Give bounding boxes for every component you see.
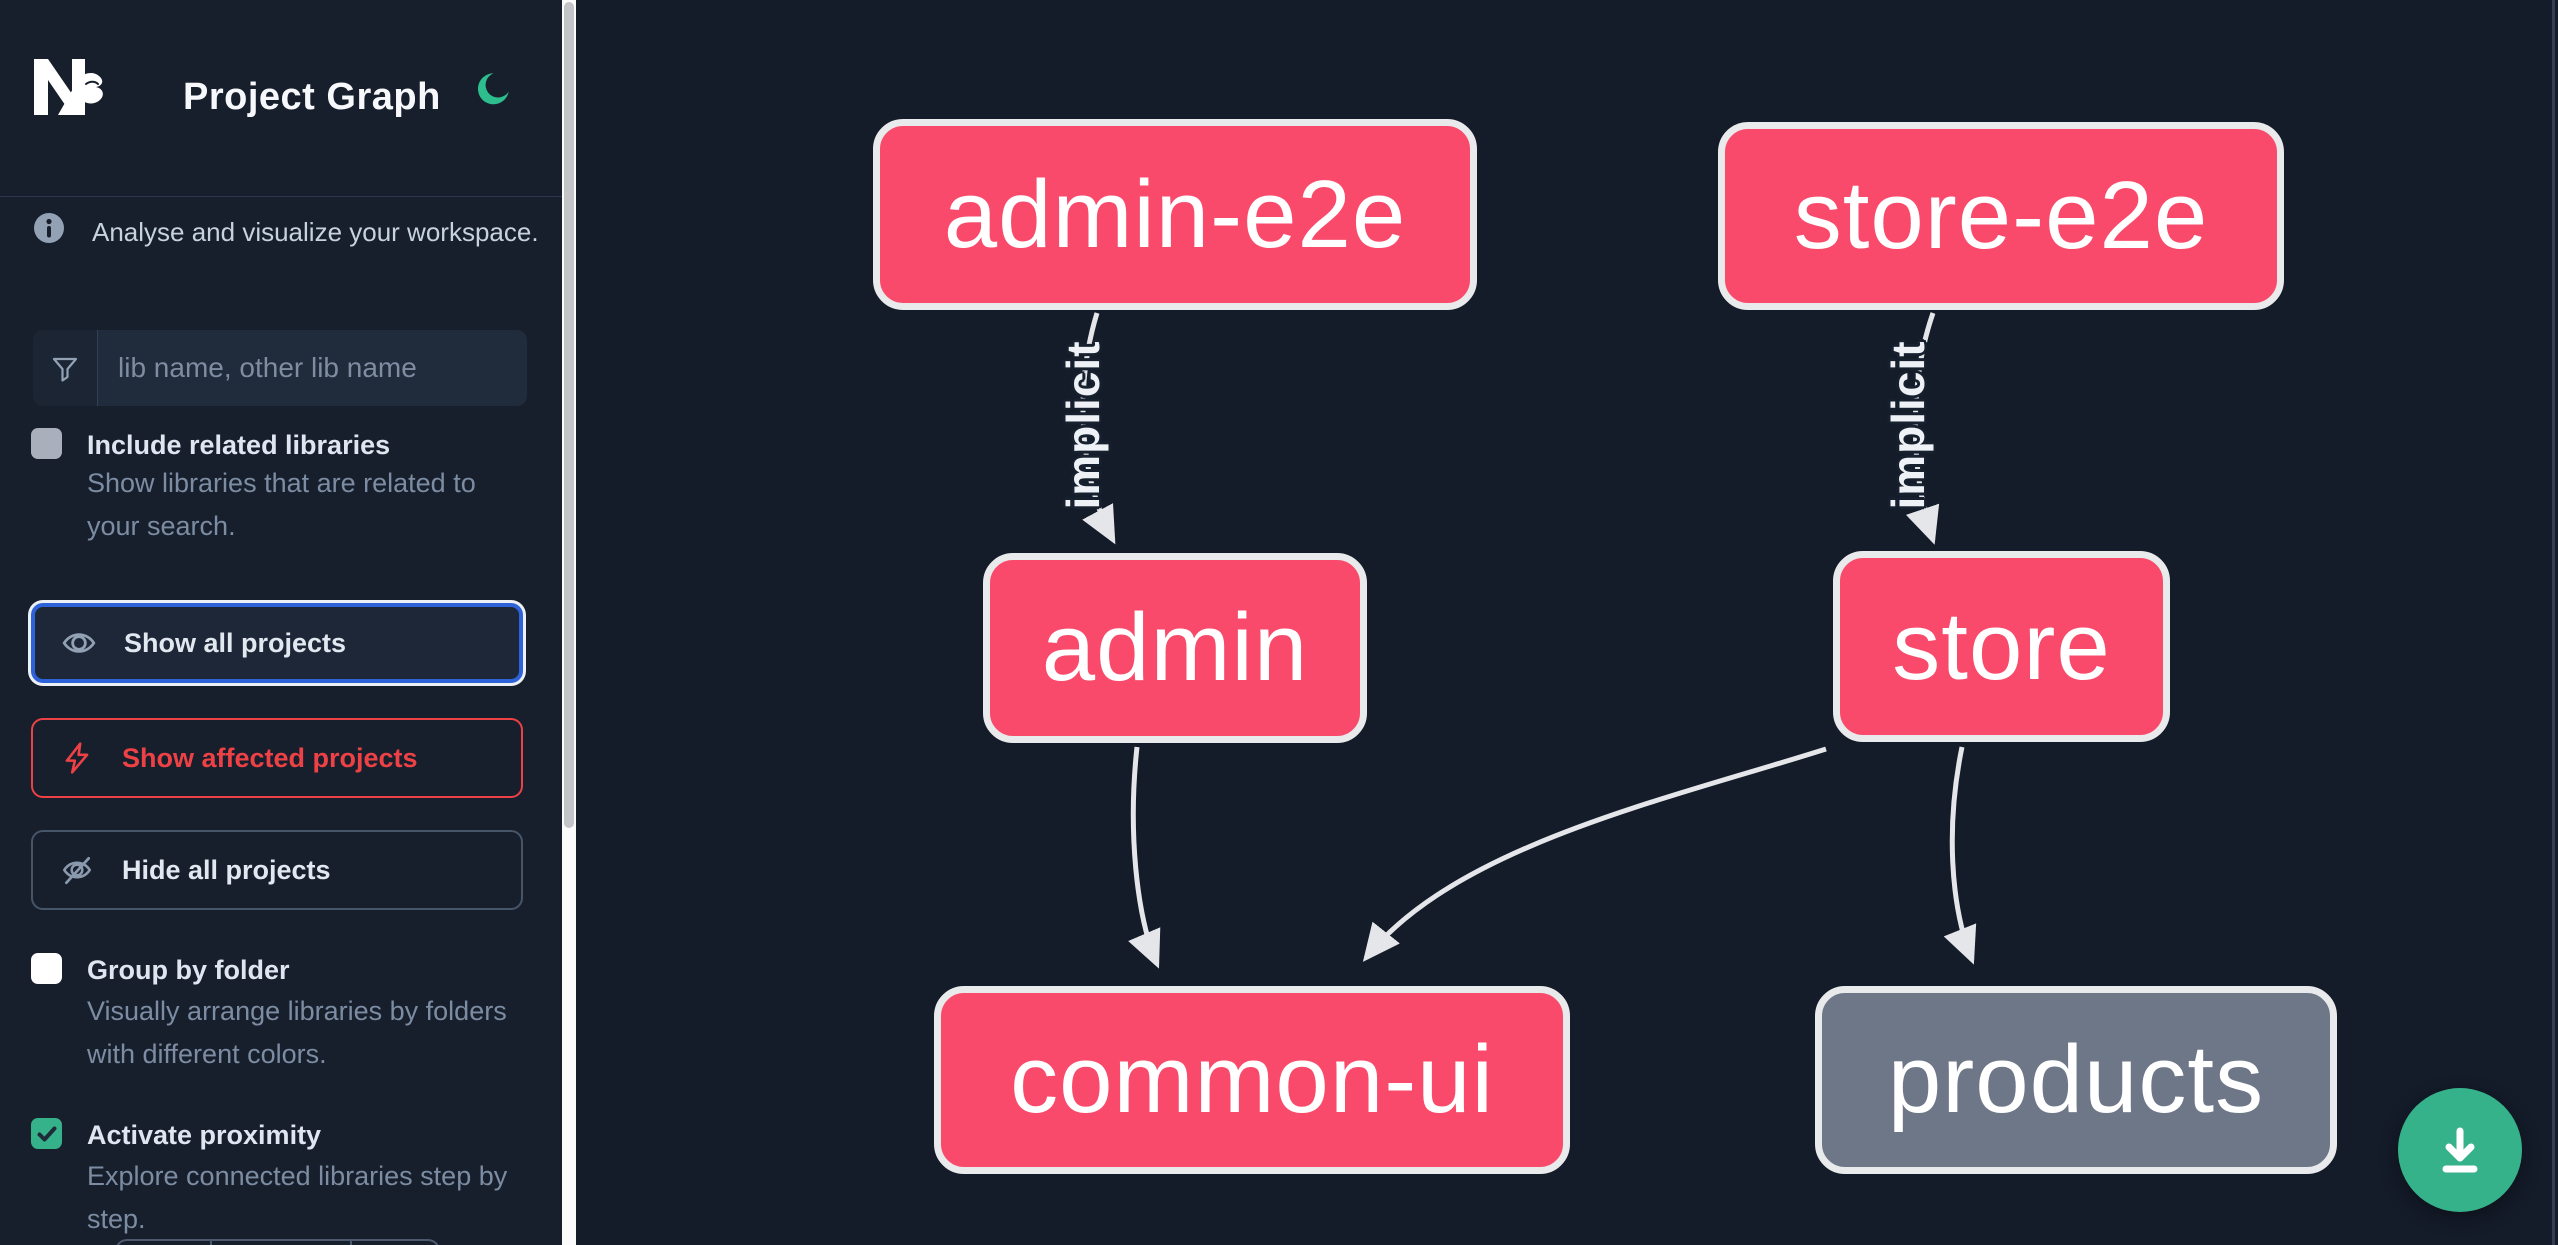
sidebar-header: Project Graph: [0, 0, 562, 197]
hide-all-projects-button[interactable]: Hide all projects: [31, 830, 523, 910]
check-icon: [37, 1126, 56, 1141]
stepper-divider: [350, 1241, 352, 1245]
button-label: Show affected projects: [122, 742, 418, 773]
option-label[interactable]: Activate proximity: [87, 1120, 322, 1150]
window-edge-divider: [2552, 0, 2555, 1245]
button-label: Show all projects: [124, 627, 347, 658]
button-label: Hide all projects: [122, 854, 331, 885]
edge-admin-to-common-ui: [1128, 746, 1161, 969]
checkbox-group-by-folder[interactable]: [31, 953, 62, 984]
eye-icon: [62, 633, 96, 653]
graph-node-products[interactable]: products: [1815, 986, 2337, 1174]
show-affected-projects-button[interactable]: Show affected projects: [31, 718, 523, 798]
eye-off-icon: [62, 856, 92, 885]
edge-store-e2e-to-store: [1906, 312, 1940, 545]
funnel-icon: [52, 357, 78, 382]
moon-icon: [477, 73, 509, 105]
sidebar: Project Graph Analyse and visualize your…: [0, 0, 562, 1245]
edge-label-implicit: implicit: [1057, 340, 1109, 510]
proximity-stepper-control[interactable]: [115, 1239, 440, 1245]
option-description: Visually arrange libraries by folders wi…: [87, 996, 507, 1069]
dependency-edges: [1080, 312, 1977, 969]
graph-node-common-ui[interactable]: common-ui: [934, 986, 1570, 1174]
workspace-tagline: Analyse and visualize your workspace.: [92, 217, 539, 247]
edge-store-to-common-ui: [1362, 746, 1827, 962]
theme-toggle-button[interactable]: [472, 70, 512, 110]
checkbox-activate-proximity[interactable]: [31, 1118, 62, 1149]
project-filter-box: [33, 330, 527, 406]
edge-admin-e2e-to-admin: [1080, 312, 1116, 545]
download-graph-button[interactable]: [2398, 1088, 2522, 1212]
filter-icon-cell: [33, 330, 98, 406]
sidebar-scrollbar-thumb[interactable]: [564, 2, 574, 828]
graph-node-admin[interactable]: admin: [983, 553, 1367, 743]
show-all-projects-button[interactable]: Show all projects: [31, 603, 523, 683]
option-description: Show libraries that are related to your …: [87, 468, 476, 541]
search-input[interactable]: [98, 330, 527, 406]
info-icon: [34, 213, 64, 243]
option-label[interactable]: Include related libraries: [87, 430, 391, 460]
edge-label-implicit: implicit: [1882, 340, 1934, 510]
graph-node-admin-e2e[interactable]: admin-e2e: [873, 119, 1477, 310]
bolt-icon: [65, 742, 89, 774]
option-description: Explore connected libraries step by step…: [87, 1161, 508, 1234]
nx-logo-icon: [34, 59, 103, 115]
option-label[interactable]: Group by folder: [87, 955, 290, 985]
download-icon: [2442, 1127, 2478, 1173]
page-title: Project Graph: [183, 76, 441, 118]
stepper-divider: [210, 1241, 212, 1245]
graph-node-store-e2e[interactable]: store-e2e: [1718, 122, 2284, 310]
edge-store-to-products: [1943, 746, 1977, 965]
checkbox-include-related-libraries[interactable]: [31, 428, 62, 459]
graph-node-store[interactable]: store: [1833, 551, 2170, 742]
project-graph-canvas[interactable]: implicit implicit admin-e2e store-e2e ad…: [576, 0, 2558, 1245]
